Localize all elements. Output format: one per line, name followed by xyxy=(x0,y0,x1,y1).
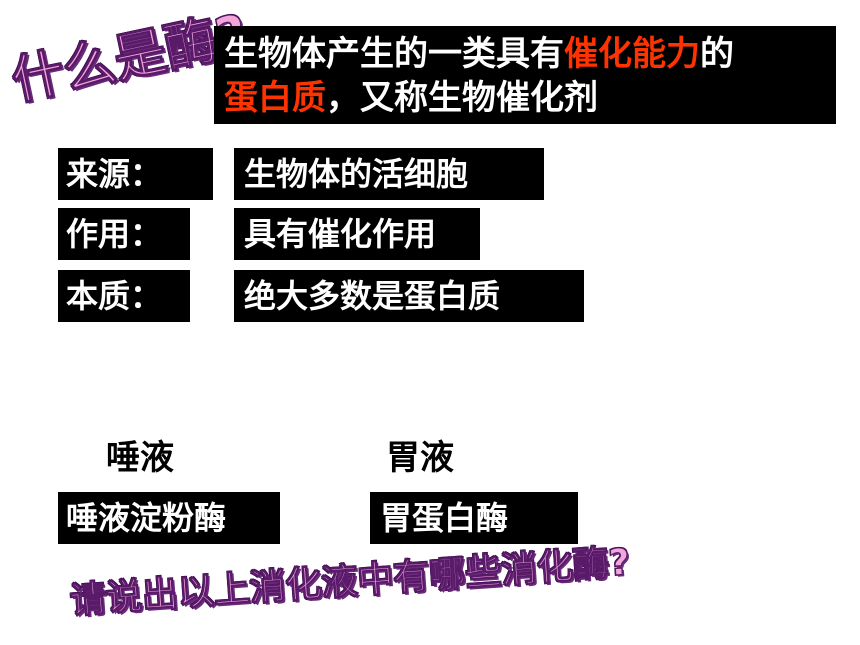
enzyme-saliva: 唾液淀粉酶 xyxy=(58,492,280,544)
row-value-nature: 绝大多数是蛋白质 xyxy=(234,270,584,322)
definition-line-2: 蛋白质，又称生物催化剂 xyxy=(224,78,598,118)
row-label-source: 来源： xyxy=(58,148,213,200)
row-value-function: 具有催化作用 xyxy=(234,208,480,260)
highlight-catalytic: 催化能力 xyxy=(564,34,700,74)
enzyme-gastric: 胃蛋白酶 xyxy=(370,492,578,544)
definition-line-1: 生物体产生的一类具有催化能力的 xyxy=(224,34,734,74)
definition-box: 生物体产生的一类具有催化能力的 蛋白质，又称生物催化剂 xyxy=(214,26,836,124)
question-wordart: 请说出以上消化液中有哪些消化酶? xyxy=(68,541,632,622)
row-label-function: 作用： xyxy=(58,208,190,260)
row-value-source: 生物体的活细胞 xyxy=(234,148,544,200)
highlight-protein: 蛋白质 xyxy=(224,78,326,118)
row-label-nature: 本质： xyxy=(58,270,190,322)
fluid-saliva: 唾液 xyxy=(106,438,174,478)
fluid-gastric: 胃液 xyxy=(386,438,454,478)
